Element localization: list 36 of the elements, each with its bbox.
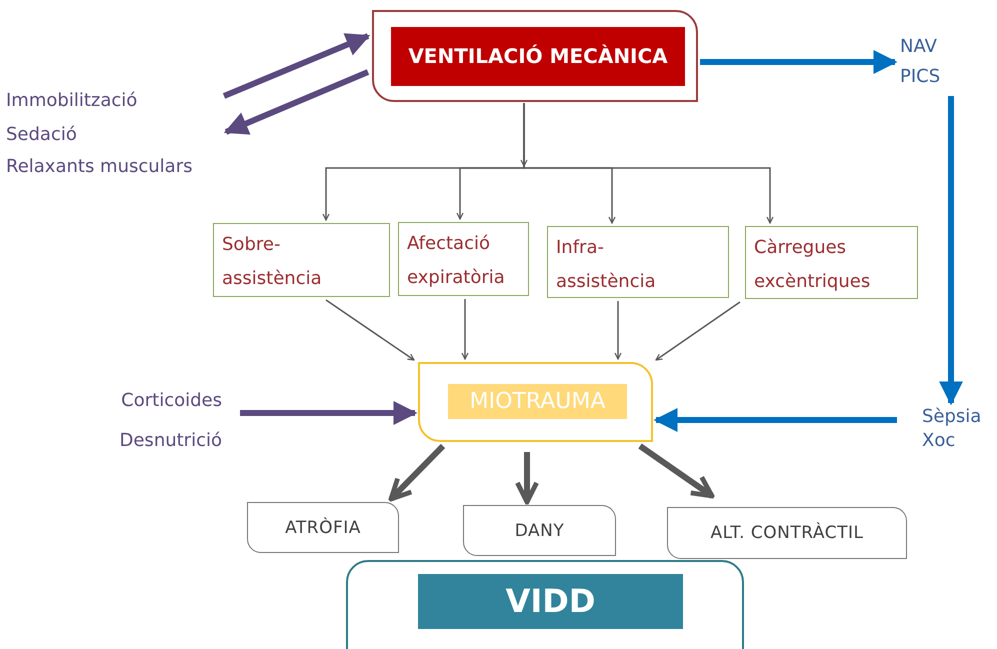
cause-label: NAV xyxy=(900,36,937,57)
title-label: VIDD xyxy=(418,574,683,629)
process-box: Càrregues excèntriques xyxy=(745,226,918,299)
cause-label: Sèpsia xyxy=(922,406,982,427)
outcome-box: ALT. CONTRÀCTIL xyxy=(667,507,907,559)
arrow xyxy=(700,50,898,74)
outcome-box: ATRÒFIA xyxy=(247,502,399,553)
title-box xyxy=(418,362,653,442)
arrow xyxy=(638,444,714,498)
cause-label: Corticoides xyxy=(121,390,222,411)
process-box: Infra-assistència xyxy=(547,226,729,298)
arrow xyxy=(520,103,528,167)
cause-label: Immobilització xyxy=(6,90,138,111)
cause-label: Xoc xyxy=(922,430,956,451)
process-box: Afectació expiratòria xyxy=(398,222,529,296)
arrow xyxy=(654,408,897,432)
arrow xyxy=(224,69,370,135)
title-label: MIOTRAUMA xyxy=(448,384,627,419)
cause-label: Desnutrició xyxy=(120,430,222,451)
cause-label: Relaxants musculars xyxy=(6,156,192,177)
process-box: Sobre-assistència xyxy=(213,223,390,297)
title-label: VENTILACIÓ MECÀNICA xyxy=(391,27,685,86)
arrow xyxy=(461,299,469,360)
arrow xyxy=(939,96,963,406)
title-box xyxy=(372,10,698,102)
arrow xyxy=(222,33,370,99)
outcome-box: DANY xyxy=(463,505,616,556)
title-box xyxy=(346,560,744,649)
arrow xyxy=(240,401,418,425)
arrow xyxy=(388,444,446,502)
arrow xyxy=(614,301,622,360)
cause-label: Sedació xyxy=(6,124,77,145)
arrow xyxy=(515,452,539,504)
arrow xyxy=(326,299,415,361)
cause-label: PICS xyxy=(900,66,940,87)
arrow xyxy=(655,301,740,361)
